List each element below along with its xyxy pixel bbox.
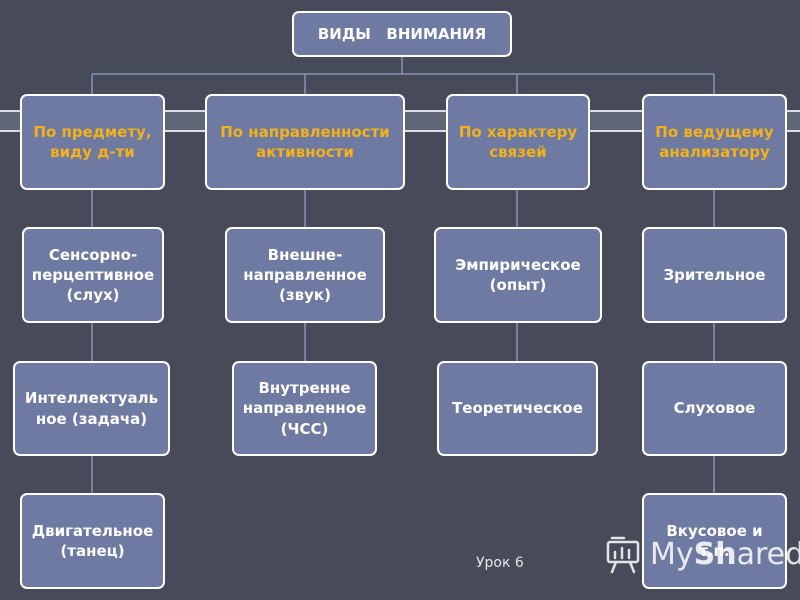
node-auditory-label: Слуховое <box>673 399 756 418</box>
node-empirical-label: Эмпирическое (опыт) <box>455 255 581 294</box>
watermark-text: MyShared <box>650 537 800 572</box>
node-auditory: Слуховое <box>642 361 787 456</box>
watermark-ared: ared <box>736 536 800 572</box>
myshared-watermark: MyShared <box>604 534 800 574</box>
node-sensory: Сенсорно-перцептивное (слух) <box>22 227 164 323</box>
node-internal-label: Внутренне направленное (ЧСС) <box>242 379 367 438</box>
watermark-my: My <box>650 536 694 572</box>
node-sensory-label: Сенсорно-перцептивное (слух) <box>31 245 155 305</box>
root-label: ВИДЫ ВНИМАНИЯ <box>317 24 487 43</box>
node-motor: Двигательное (танец) <box>20 493 165 589</box>
category-subject: По предмету, виду д-ти <box>20 94 165 190</box>
category-connections-label: По характеру связей <box>458 123 578 162</box>
node-theoretical-label: Теоретическое <box>452 399 583 418</box>
node-empirical: Эмпирическое (опыт) <box>434 227 602 323</box>
node-theoretical: Теоретическое <box>437 361 598 456</box>
root-node: ВИДЫ ВНИМАНИЯ <box>292 11 512 57</box>
node-taste: Вкусовое и т.п. <box>642 493 787 589</box>
watermark-sh: Sh <box>693 536 737 572</box>
category-direction: По направленности активности <box>205 94 405 190</box>
lesson-label: Урок 6 <box>476 555 524 571</box>
node-visual: Зрительное <box>642 227 787 323</box>
category-direction-label: По направленности активности <box>220 123 390 162</box>
category-analyzer-label: По ведущему анализатору <box>655 123 774 162</box>
category-analyzer: По ведущему анализатору <box>642 94 787 190</box>
node-intellectual-label: Интеллектуаль ное (задача) <box>24 389 159 428</box>
node-motor-label: Двигательное (танец) <box>31 521 154 560</box>
node-external-label: Внешне-направленное (звук) <box>243 245 367 305</box>
node-intellectual: Интеллектуаль ное (задача) <box>13 361 170 456</box>
category-subject-label: По предмету, виду д-ти <box>33 123 152 162</box>
presentation-chart-icon <box>606 536 640 574</box>
category-connections: По характеру связей <box>446 94 590 190</box>
node-internal: Внутренне направленное (ЧСС) <box>232 361 377 456</box>
node-taste-label: Вкусовое и т.п. <box>666 521 763 560</box>
node-visual-label: Зрительное <box>663 265 766 284</box>
node-external: Внешне-направленное (звук) <box>225 227 385 323</box>
